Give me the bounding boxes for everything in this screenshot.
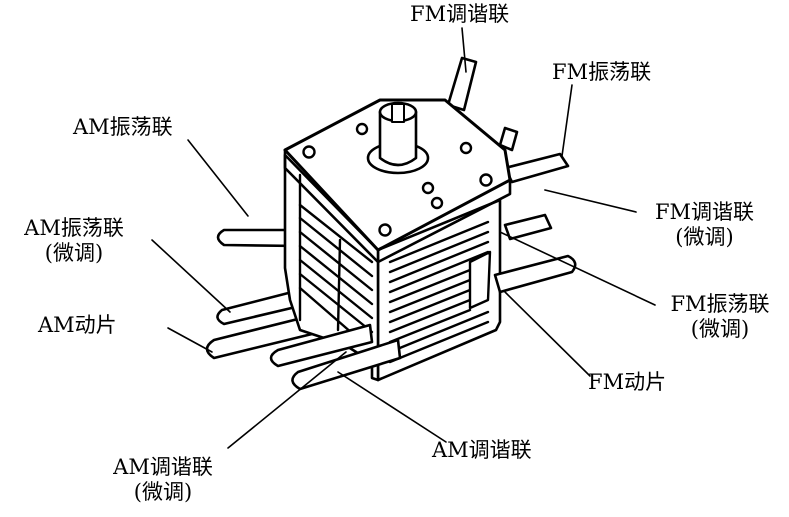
label-am-osc-fine: AM振荡联 (微调) bbox=[0, 216, 148, 266]
label-fm-tuning-fine-line1: FM调谐联 bbox=[654, 200, 755, 224]
leader-lines bbox=[151, 27, 656, 449]
label-fm-osc-fine: FM振荡联 (微调) bbox=[652, 292, 788, 342]
label-fm-tuning-fine-line2: (微调) bbox=[675, 225, 734, 249]
top-plate bbox=[283, 98, 512, 252]
top-plate-edge bbox=[283, 148, 512, 264]
label-am-tuning-bottom: AM调谐联 bbox=[432, 438, 532, 462]
label-am-tuning-fine-line2: (微调) bbox=[133, 480, 193, 504]
label-fm-osc-top: FM振荡联 bbox=[552, 60, 652, 84]
label-fm-tuning-fine: FM调谐联 (微调) bbox=[632, 200, 777, 250]
label-fm-osc-fine-line1: FM振荡联 bbox=[670, 292, 770, 316]
rotor-shaft bbox=[366, 101, 430, 175]
label-am-tuning-fine: AM调谐联 (微调) bbox=[88, 455, 238, 505]
left-pins bbox=[205, 228, 314, 360]
front-pins bbox=[269, 254, 577, 391]
back-pins bbox=[446, 56, 570, 241]
label-fm-tuning-top: FM调谐联 bbox=[410, 2, 510, 26]
label-am-rotor: AM动片 bbox=[38, 313, 117, 337]
top-plate-holes bbox=[302, 122, 493, 237]
label-am-osc-fine-line1: AM振荡联 bbox=[24, 216, 124, 240]
label-am-osc-fine-line2: (微调) bbox=[44, 241, 104, 265]
right-face-fins bbox=[388, 220, 492, 364]
label-am-tuning-fine-line1: AM调谐联 bbox=[113, 455, 213, 479]
label-fm-rotor: FM动片 bbox=[588, 370, 667, 394]
label-fm-osc-fine-line2: (微调) bbox=[690, 317, 750, 341]
label-am-osc-top: AM振荡联 bbox=[73, 115, 173, 139]
